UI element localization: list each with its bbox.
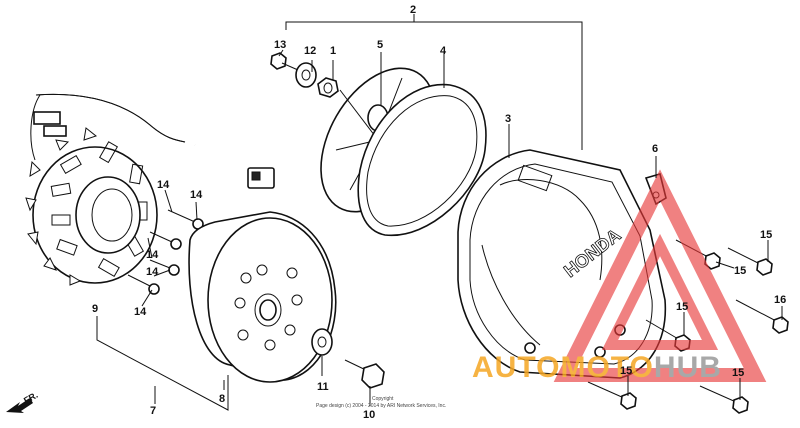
callout-5: 5 bbox=[377, 39, 383, 51]
callout-13: 13 bbox=[274, 39, 286, 51]
callout-15e: 15 bbox=[732, 367, 744, 379]
callout-15d: 15 bbox=[620, 365, 632, 377]
callout-15b: 15 bbox=[734, 265, 746, 277]
copyright-line-1: Copyright bbox=[372, 396, 394, 402]
callout-1: 1 bbox=[330, 45, 336, 57]
callout-11: 11 bbox=[317, 381, 329, 393]
callout-14a: 14 bbox=[157, 179, 170, 191]
callout-14c: 14 bbox=[146, 249, 159, 261]
watermark-text: AUTOMOTOHUB bbox=[472, 351, 722, 384]
nut-1 bbox=[317, 77, 339, 98]
callout-10: 10 bbox=[363, 409, 375, 421]
flywheel-bolt-10 bbox=[344, 359, 385, 389]
copyright-notice: Copyright Page design (c) 2004 - 2014 by… bbox=[316, 396, 446, 409]
callout-4: 4 bbox=[440, 45, 447, 57]
callout-12: 12 bbox=[304, 45, 316, 57]
callout-15c: 15 bbox=[676, 301, 688, 313]
watermark-triangle bbox=[553, 169, 767, 382]
front-direction-marker: FR. bbox=[6, 390, 40, 413]
front-marker-label: FR. bbox=[22, 390, 40, 406]
watermark: AUTOMOTOHUB bbox=[472, 169, 767, 384]
stator bbox=[25, 93, 275, 286]
bolt-13 bbox=[270, 52, 299, 71]
bolt-14b bbox=[149, 231, 182, 250]
cover-gasket-4 bbox=[357, 83, 487, 237]
bolt-14a bbox=[167, 209, 204, 230]
callout-labels: 2 13 12 1 5 4 3 6 14 14 14 14 14 9 7 8 1… bbox=[92, 4, 786, 421]
callout-7: 7 bbox=[150, 405, 156, 417]
left-crankcase-cover-3: HONDA bbox=[457, 149, 667, 379]
washer-11 bbox=[311, 328, 333, 356]
bolt-15d bbox=[587, 381, 637, 410]
callout-16: 16 bbox=[774, 294, 786, 306]
copyright-line-2: Page design (c) 2004 - 2014 by ARI Netwo… bbox=[316, 403, 446, 409]
leader-lines bbox=[96, 14, 783, 411]
callout-9: 9 bbox=[92, 303, 98, 315]
callout-15a: 15 bbox=[760, 229, 772, 241]
stator-bolts bbox=[127, 209, 204, 295]
callout-14d: 14 bbox=[146, 266, 159, 278]
washer-12 bbox=[295, 62, 317, 88]
callout-8: 8 bbox=[219, 393, 225, 405]
callout-6: 6 bbox=[652, 143, 658, 155]
callout-14e: 14 bbox=[134, 306, 147, 318]
callout-3: 3 bbox=[505, 113, 511, 125]
flywheel-rotor bbox=[188, 211, 337, 383]
bolt-15b bbox=[727, 247, 773, 276]
callout-2: 2 bbox=[410, 4, 416, 16]
callout-14b: 14 bbox=[190, 189, 203, 201]
bolt-15e bbox=[699, 385, 749, 414]
